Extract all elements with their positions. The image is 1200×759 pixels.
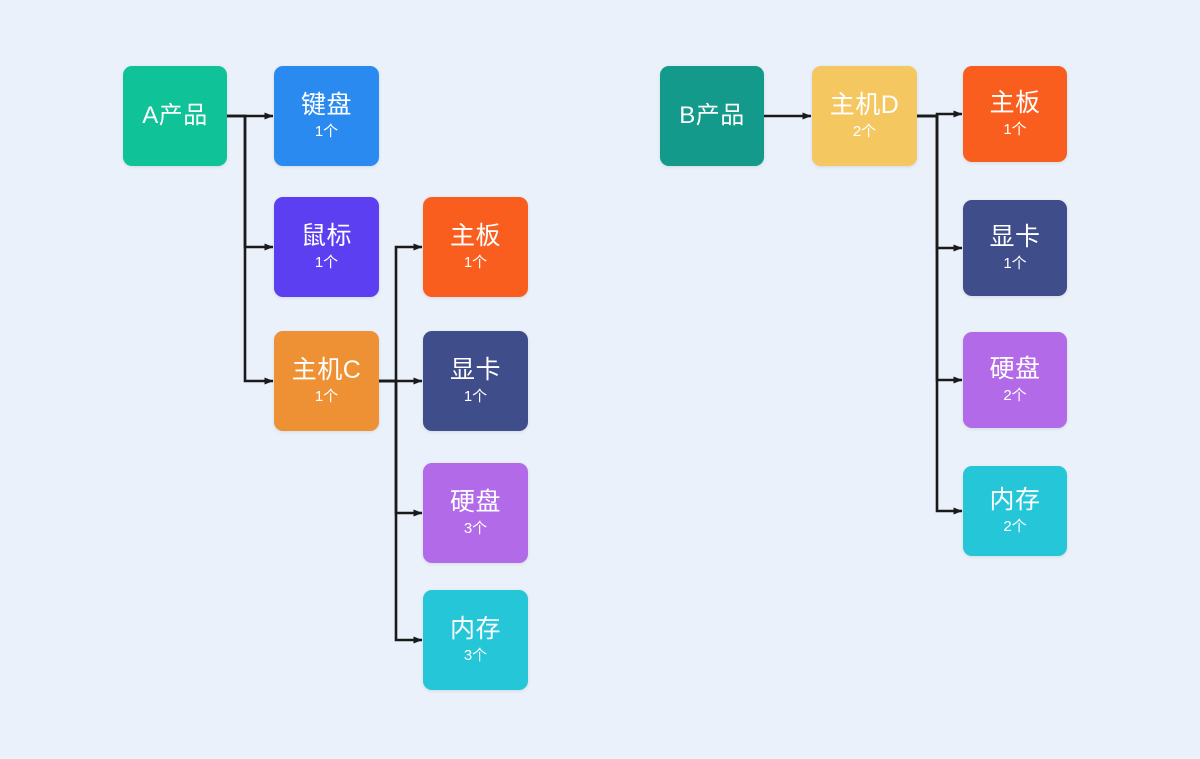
node-b-product[interactable]: B产品 bbox=[660, 66, 764, 166]
node-quantity: 1个 bbox=[314, 253, 339, 271]
node-title: 硬盘 bbox=[449, 487, 501, 516]
node-memory-a[interactable]: 内存 3个 bbox=[423, 590, 528, 690]
edge-host-c-disk bbox=[379, 379, 423, 517]
node-quantity: 1个 bbox=[463, 387, 488, 405]
node-title: 显卡 bbox=[989, 222, 1041, 251]
node-quantity: 1个 bbox=[314, 387, 339, 405]
node-title: 主机D bbox=[829, 90, 900, 119]
node-a-product[interactable]: A产品 bbox=[123, 66, 227, 166]
node-quantity: 1个 bbox=[463, 253, 488, 271]
node-mainboard-b[interactable]: 主板 1个 bbox=[963, 66, 1067, 162]
edge-a-product-host-c bbox=[227, 114, 274, 385]
edge-host-d-gpu bbox=[917, 114, 963, 252]
node-title: 主机C bbox=[291, 355, 362, 384]
node-quantity: 1个 bbox=[1003, 120, 1027, 138]
node-disk-b[interactable]: 硬盘 2个 bbox=[963, 332, 1067, 428]
node-quantity: 3个 bbox=[463, 646, 488, 664]
node-quantity: 3个 bbox=[463, 519, 488, 537]
node-title: 主板 bbox=[989, 88, 1041, 117]
node-quantity: 2个 bbox=[1003, 517, 1027, 535]
node-keyboard-a[interactable]: 键盘 1个 bbox=[274, 66, 379, 166]
node-quantity: 1个 bbox=[314, 122, 339, 140]
node-quantity: 2个 bbox=[852, 122, 877, 140]
node-memory-b[interactable]: 内存 2个 bbox=[963, 466, 1067, 556]
node-title: 主板 bbox=[449, 221, 501, 250]
edge-host-c-memory bbox=[379, 379, 423, 644]
node-title: 内存 bbox=[449, 614, 501, 643]
edge-host-d-memory bbox=[917, 114, 963, 515]
node-title: 鼠标 bbox=[300, 221, 352, 250]
node-mouse-a[interactable]: 鼠标 1个 bbox=[274, 197, 379, 297]
node-host-d[interactable]: 主机D 2个 bbox=[812, 66, 917, 166]
node-title: 内存 bbox=[989, 485, 1041, 514]
edge-host-d-mainboard bbox=[917, 110, 963, 118]
node-gpu-a[interactable]: 显卡 1个 bbox=[423, 331, 528, 431]
node-host-c[interactable]: 主机C 1个 bbox=[274, 331, 379, 431]
node-mainboard-a[interactable]: 主板 1个 bbox=[423, 197, 528, 297]
node-title: 显卡 bbox=[449, 355, 501, 384]
node-title: B产品 bbox=[679, 101, 745, 129]
node-quantity: 2个 bbox=[1003, 386, 1027, 404]
node-title: 键盘 bbox=[300, 90, 352, 119]
node-quantity: 1个 bbox=[1003, 254, 1027, 272]
edge-a-product-mouse bbox=[227, 114, 274, 251]
node-disk-a[interactable]: 硬盘 3个 bbox=[423, 463, 528, 563]
node-title: 硬盘 bbox=[989, 354, 1041, 383]
edge-host-d-disk bbox=[917, 114, 963, 384]
edge-host-c-mainboard bbox=[379, 243, 423, 383]
node-title: A产品 bbox=[142, 101, 208, 129]
node-gpu-b[interactable]: 显卡 1个 bbox=[963, 200, 1067, 296]
